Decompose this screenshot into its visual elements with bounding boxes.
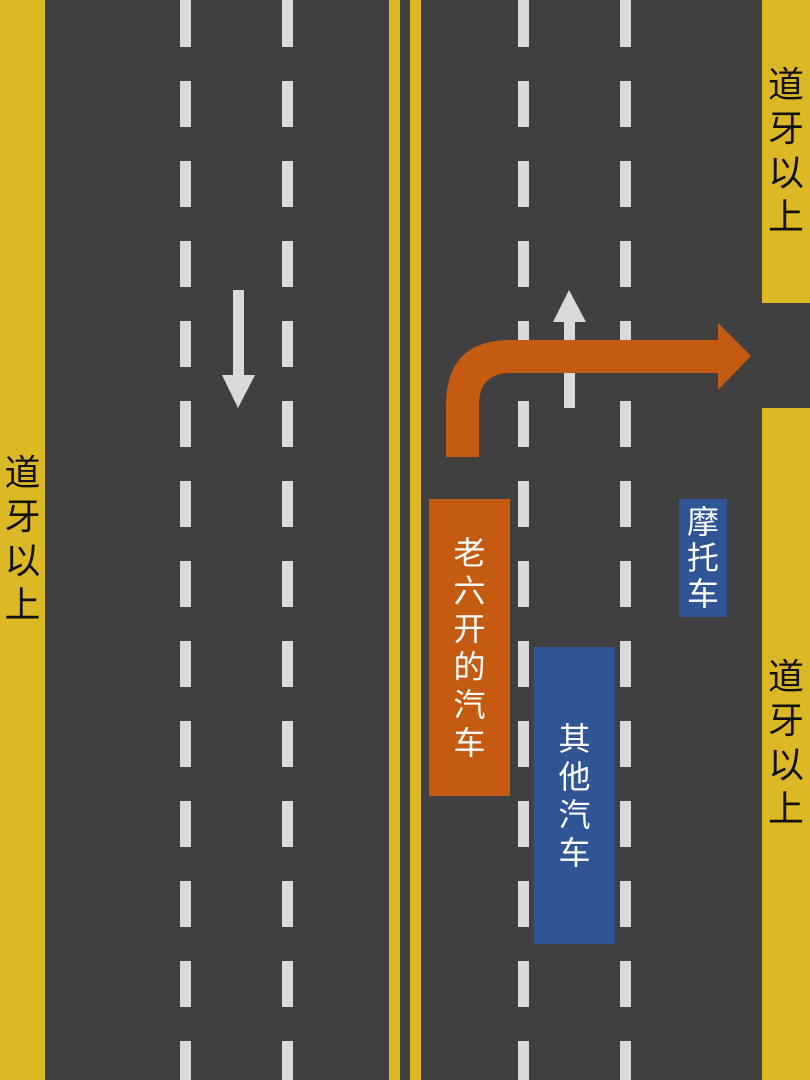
vehicle-char: 六 [453,571,486,610]
curb-char: 牙 [767,109,804,150]
vehicle-char: 开 [453,609,486,648]
lane-divider-dashed [620,0,631,1080]
lane-divider-dashed [282,0,293,1080]
vehicle-char: 的 [453,647,486,686]
curb-char: 上 [4,585,41,626]
vehicle-char: 老 [453,533,486,572]
vehicle-char: 车 [453,723,486,762]
right-curb-top: 道 牙 以 上 [762,0,810,303]
vehicle-char: 摩 [686,503,719,541]
right-turn-arrow-icon [446,323,751,457]
down-arrow-icon [222,290,255,408]
curb-char: 牙 [4,497,41,538]
curb-char: 以 [767,745,804,786]
vehicle-char: 汽 [558,795,591,834]
right-curb-bottom: 道 牙 以 上 [762,408,810,1080]
left-curb: 道 牙 以 上 [0,0,45,1080]
other-car: 其 他 汽 车 [534,647,615,944]
curb-char: 上 [767,789,804,830]
curb-char: 以 [4,541,41,582]
curb-char: 上 [767,197,804,238]
center-line-left [389,0,400,1080]
curb-char: 道 [767,65,804,106]
motorcycle: 摩 托 车 [679,499,727,617]
center-line-right [410,0,421,1080]
vehicle-char: 他 [558,757,591,796]
lane-divider-dashed [518,0,529,1080]
curb-char: 道 [4,453,41,494]
player-car: 老 六 开 的 汽 车 [429,499,510,796]
vehicle-char: 车 [686,575,719,613]
vehicle-char: 托 [686,539,719,577]
vehicle-char: 车 [558,833,591,872]
curb-char: 以 [767,153,804,194]
vehicle-char: 其 [558,719,591,758]
vehicle-char: 汽 [453,685,486,724]
curb-char: 道 [767,657,804,698]
lane-divider-dashed [180,0,191,1080]
curb-char: 牙 [767,701,804,742]
